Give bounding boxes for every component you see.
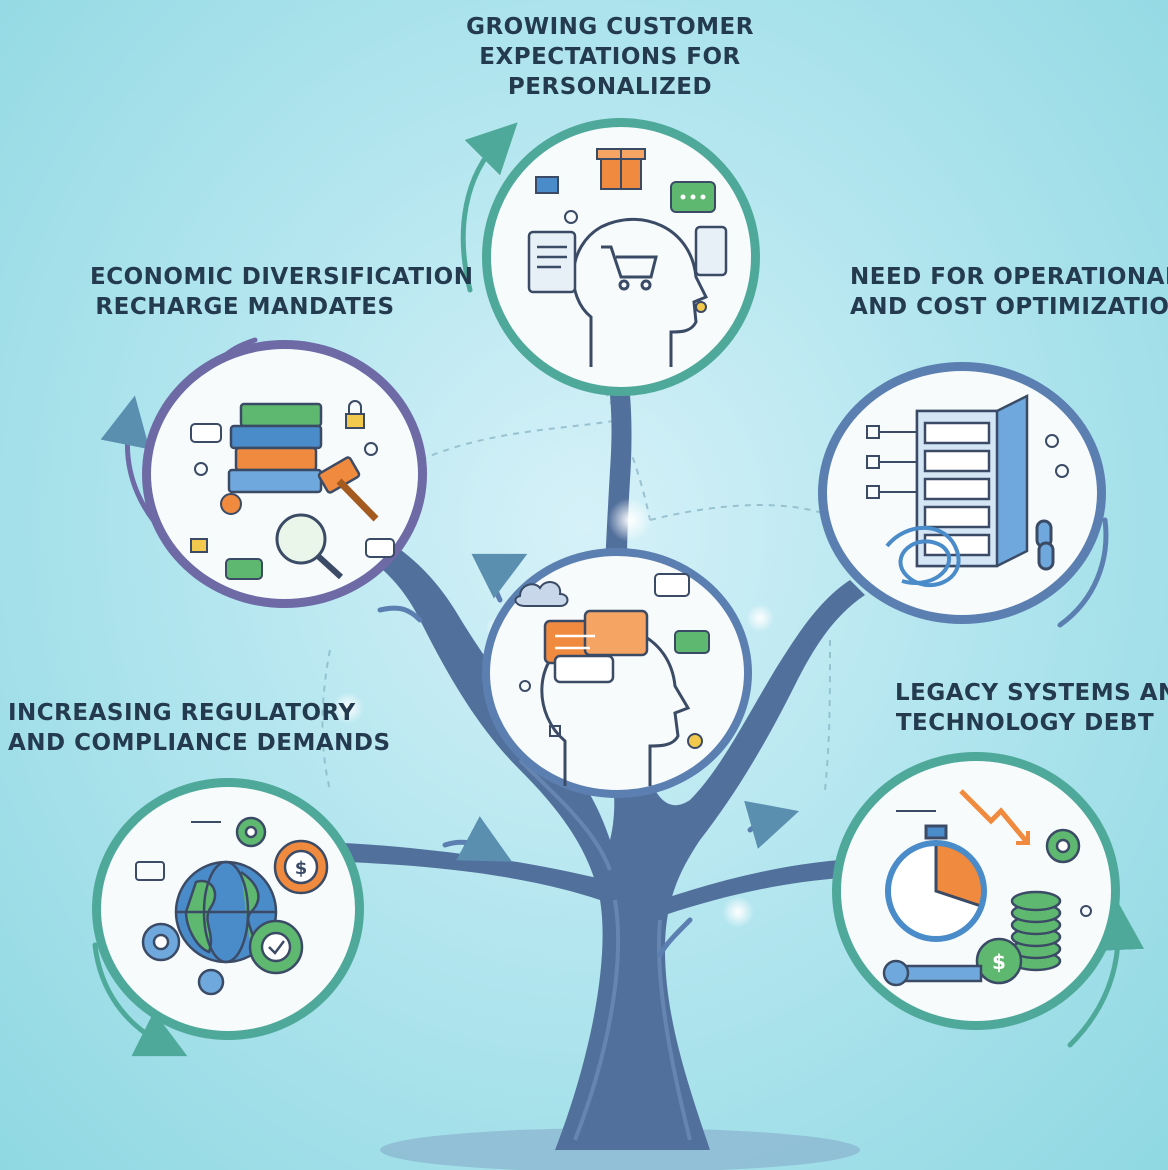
speech-bubbles-icon (545, 611, 647, 682)
checkmark-gear-icon (250, 921, 302, 973)
dollar-gear-icon: $ (275, 841, 327, 893)
svg-text:$: $ (295, 858, 308, 879)
books-icon (229, 404, 321, 492)
wrench-icon (884, 961, 981, 985)
label-legacy-systems: LEGACY SYSTEMS AND TECHNOLOGY DEBT (895, 678, 1155, 738)
down-trend-arrow-icon (961, 791, 1028, 843)
node-customer-expectations (482, 118, 760, 396)
magnifier-icon (277, 515, 341, 577)
head-profile-icon (573, 219, 706, 367)
label-regulatory-demands: INCREASING REGULATORY AND COMPLIANCE DEM… (8, 698, 318, 758)
smartphone-icon (696, 227, 726, 275)
tablet-icon (529, 232, 575, 292)
label-customer-expectations: GROWING CUSTOMER EXPECTATIONS FOR PERSON… (450, 12, 770, 102)
label-operational-optimization: NEED FOR OPERATIONAL AND COST OPTIMIZATI… (850, 262, 1150, 322)
chain-link-icon (1037, 521, 1053, 569)
gear-icon (1047, 830, 1079, 862)
label-economic-diversification: ECONOMIC DIVERSIFICATION RECHARGE MANDAT… (90, 262, 400, 322)
node-operational-optimization (818, 362, 1106, 624)
stopwatch-icon (888, 826, 984, 939)
cloud-icon (515, 582, 567, 606)
chat-bubble-icon (671, 182, 715, 212)
gavel-icon (318, 456, 376, 519)
node-regulatory-demands: $ (92, 778, 364, 1040)
node-center-conversation (482, 548, 752, 798)
gift-icon (597, 149, 645, 189)
shopping-cart-icon (601, 247, 656, 289)
chat-bubble-icon (655, 574, 709, 653)
node-legacy-systems: $ (832, 752, 1120, 1030)
svg-text:$: $ (992, 950, 1006, 974)
node-economic-diversification (142, 340, 427, 608)
dollar-coin-icon: $ (977, 939, 1021, 983)
